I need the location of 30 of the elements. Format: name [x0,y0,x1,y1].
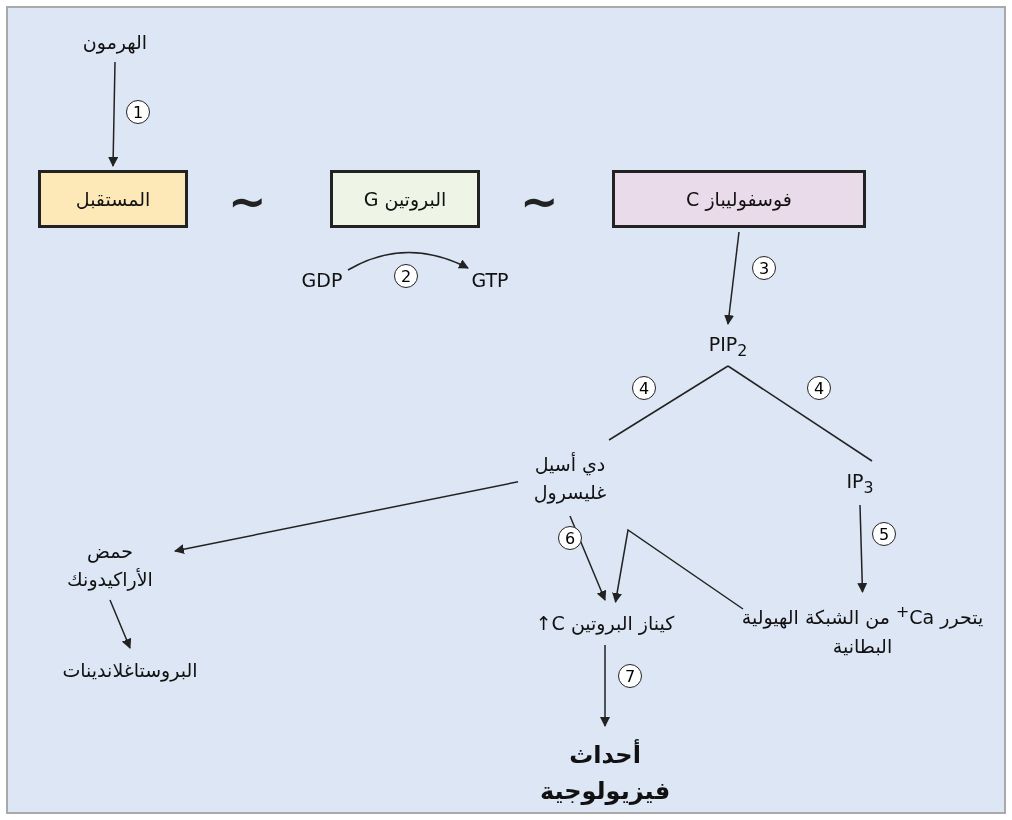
arrow [108,61,119,167]
arrow [174,481,519,555]
box-label: فوسفوليباز C [686,186,792,213]
node-label: يتحرر Ca$^{+}$ من الشبكة الهيولية البطانية [735,595,990,665]
process-box [38,170,188,228]
node-label: GTP [462,264,518,296]
node-label: دي أسيل غليسرول [505,440,635,516]
tilde-sign: ~ [228,178,267,224]
box-label: المستقبل [75,186,151,212]
node-label: الهرمون [60,22,170,62]
node-label: IP$_{3}$ [830,465,890,501]
arrow [347,251,469,271]
arrow [600,644,610,727]
node-label: حمض الأراكيدونك [45,530,175,600]
connector-line [727,365,873,462]
arrow [857,504,868,593]
process-box [612,170,866,228]
box-label: البروتين G [363,186,447,213]
node-label: GDP [294,264,350,296]
process-box [330,170,480,228]
arrow [569,515,607,601]
arrow [109,599,132,649]
tilde-sign: ~ [520,178,559,224]
node-label: البروستاغلاندينات [20,652,240,688]
node-label: PIP$_{2}$ [690,328,766,364]
node-label: أحداث فيزيولوجية [510,730,700,816]
node-label: كيناز البروتين C↑ [500,605,710,641]
arrow [612,528,744,610]
arrow [724,231,740,325]
connector-line [608,365,729,441]
